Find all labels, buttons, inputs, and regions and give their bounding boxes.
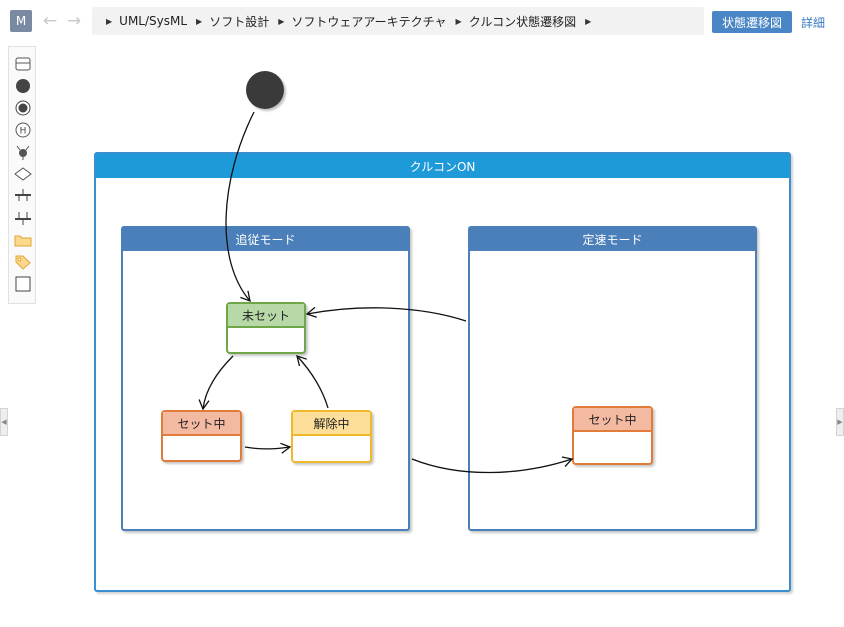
initial-pseudostate[interactable] <box>246 71 284 109</box>
forward-arrow-icon[interactable]: → <box>66 11 82 31</box>
folder-tool-icon[interactable] <box>13 231 33 249</box>
tag-tool-icon[interactable] <box>13 253 33 271</box>
rectangle-tool-icon[interactable] <box>13 275 33 293</box>
tab-state-machine-diagram[interactable]: 状態遷移図 <box>712 11 792 33</box>
top-bar: M ← → ▶UML/SysML ▶ソフト設計 ▶ソフトウェアアーキテクチャ ▶… <box>0 0 844 44</box>
state-setting-following[interactable]: セット中 <box>161 410 242 462</box>
svg-text:H: H <box>20 127 27 137</box>
region-following-mode[interactable]: 追従モード <box>121 226 410 531</box>
state-releasing[interactable]: 解除中 <box>291 410 372 463</box>
breadcrumb-item[interactable]: ▶UML/SysML <box>106 14 188 28</box>
state-setting-constant[interactable]: セット中 <box>572 406 653 465</box>
transition-constant-to-unset[interactable] <box>305 306 467 322</box>
transition-initial-to-unset[interactable] <box>225 111 255 303</box>
initial-state-tool-icon[interactable] <box>13 77 33 95</box>
junction-tool-icon[interactable] <box>13 143 33 161</box>
state-unset[interactable]: 未セット <box>226 302 306 354</box>
composite-state-label: クルコンON <box>96 154 789 178</box>
left-panel-toggle[interactable]: ◀ <box>0 408 8 436</box>
state-label: 未セット <box>228 304 304 328</box>
breadcrumb: ▶UML/SysML ▶ソフト設計 ▶ソフトウェアアーキテクチャ ▶クルコン状態… <box>92 7 704 35</box>
caret-right-icon: ▶ <box>196 16 203 26</box>
caret-right-icon: ▶ <box>106 16 113 26</box>
transition-following-to-constant-setting[interactable] <box>411 456 574 474</box>
tool-palette: H <box>8 46 36 304</box>
transition-unset-to-setting[interactable] <box>198 355 234 411</box>
back-arrow-icon[interactable]: ← <box>42 11 58 31</box>
region-label: 追従モード <box>123 228 408 251</box>
transition-setting-to-releasing[interactable] <box>244 442 292 454</box>
history-tool-icon[interactable]: H <box>13 121 33 139</box>
state-tool-icon[interactable] <box>13 55 33 73</box>
transition-releasing-to-unset[interactable] <box>296 355 329 409</box>
caret-right-icon: ▶ <box>455 16 462 26</box>
join-tool-icon[interactable] <box>13 209 33 227</box>
state-label: セット中 <box>574 408 651 432</box>
final-state-tool-icon[interactable] <box>13 99 33 117</box>
fork-tool-icon[interactable] <box>13 187 33 205</box>
caret-right-icon: ▶ <box>278 16 285 26</box>
choice-tool-icon[interactable] <box>13 165 33 183</box>
state-label: セット中 <box>163 412 240 436</box>
state-label: 解除中 <box>293 412 370 436</box>
region-label: 定速モード <box>470 228 755 251</box>
breadcrumb-item[interactable]: ▶クルコン状態遷移図 <box>455 14 577 29</box>
model-menu-button[interactable]: M <box>10 10 32 32</box>
region-constant-speed-mode[interactable]: 定速モード <box>468 226 757 531</box>
tab-detail[interactable]: 詳細 <box>801 15 826 30</box>
caret-right-icon[interactable]: ▶ <box>585 16 592 26</box>
breadcrumb-item[interactable]: ▶ソフトウェアアーキテクチャ <box>278 14 447 29</box>
breadcrumb-item[interactable]: ▶ソフト設計 <box>196 14 270 29</box>
